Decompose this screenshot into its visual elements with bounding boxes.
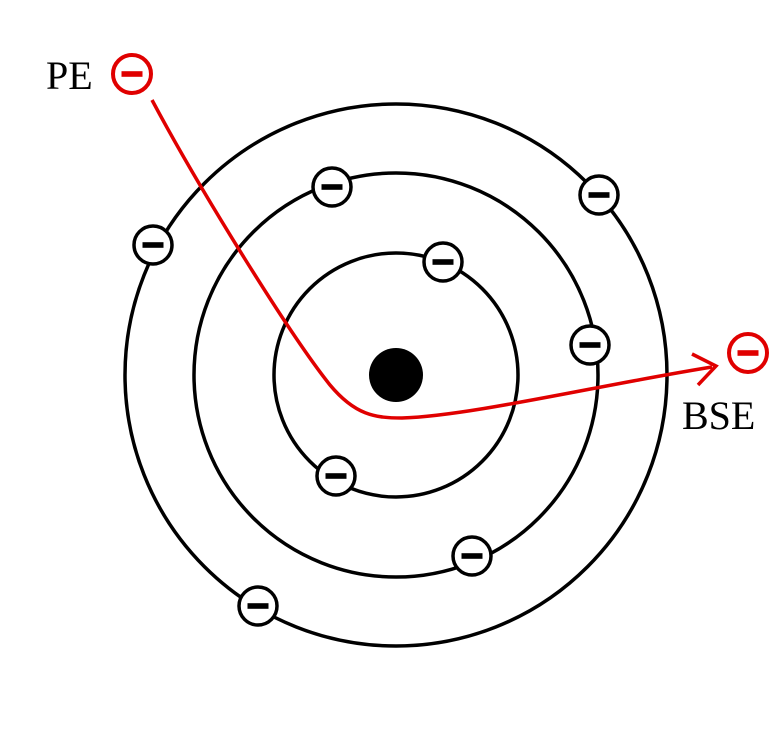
bound-electron [569, 324, 611, 366]
primary-electron-trajectory [150, 99, 713, 420]
nucleus [369, 348, 423, 402]
primary-electron-icon [111, 53, 153, 95]
bound-electron [315, 455, 357, 497]
middle-orbit [192, 171, 600, 579]
bound-electron [578, 174, 620, 216]
primary-electron-label: PE [46, 53, 93, 98]
bound-electron [311, 166, 353, 208]
bound-electron [451, 535, 493, 577]
inner-orbit [272, 251, 520, 499]
bound-electron [237, 585, 279, 627]
backscattered-electron-icon [727, 332, 769, 374]
backscattered-electron-label: BSE [682, 393, 755, 438]
bound-electron [132, 224, 174, 266]
trajectory-arrowhead [691, 352, 719, 387]
bound-electron [422, 241, 464, 283]
